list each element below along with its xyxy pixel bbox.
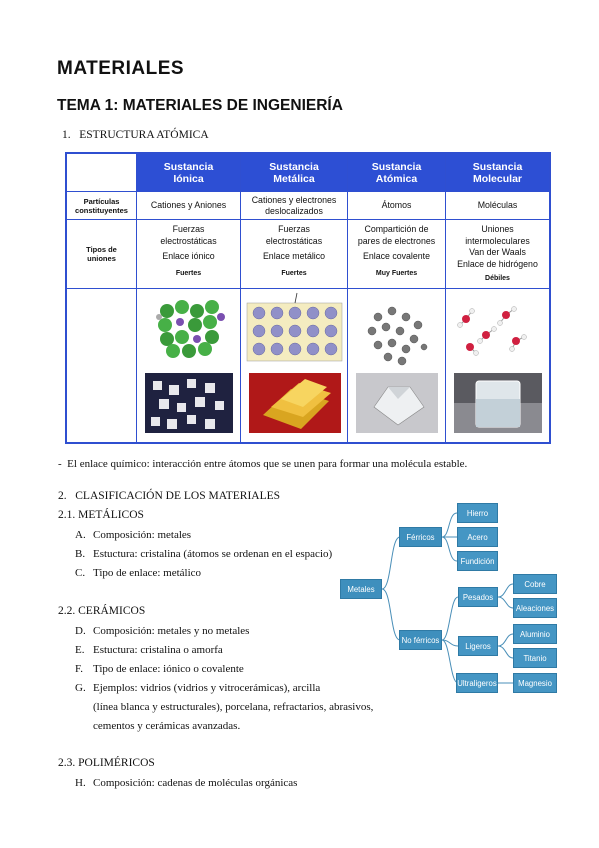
- tree-node-ferricos: Férricos: [399, 527, 442, 547]
- list-item: F.Tipo de enlace: iónico o covalente: [75, 663, 244, 675]
- list-item: E.Estuctura: cristalina o amorfa: [75, 644, 223, 656]
- list-item: D.Composición: metales y no metales: [75, 625, 250, 637]
- atomic-network-image: [356, 306, 438, 433]
- tree-node-pesados: Pesados: [458, 587, 498, 607]
- ionic-crystal-image: [145, 300, 233, 433]
- list-item: G.Ejemplos: vidrios (vidrios y vitrocerá…: [75, 682, 321, 694]
- tree-node-fundicion: Fundición: [457, 551, 498, 571]
- strength-label: Fuertes: [175, 269, 202, 277]
- subsection-metallic-title: 2.1. METÁLICOS: [58, 509, 144, 521]
- list-item: A.Composición: metales: [75, 529, 192, 541]
- particles-molecular: Moléculas: [446, 192, 549, 220]
- table-corner-cell: [67, 154, 137, 192]
- list-item-continuation: (línea blanca y estructurales), porcelan…: [93, 701, 374, 713]
- dash-bullet: -: [58, 458, 62, 470]
- strength-label: Débiles: [485, 275, 510, 282]
- topic-title: TEMA 1: MATERIALES DE INGENIERÍA: [57, 97, 343, 114]
- list-item-continuation: cementos y cerámicas avanzadas.: [93, 720, 241, 732]
- section-number: 2.: [58, 490, 67, 502]
- tree-node-hierro: Hierro: [457, 503, 498, 523]
- ionic-illustrations: [137, 289, 241, 442]
- atomic-illustrations: [348, 289, 446, 442]
- tree-node-aleaciones: Aleaciones: [513, 598, 557, 618]
- tree-node-ligeros: Ligeros: [458, 636, 498, 656]
- tree-node-no-ferricos: No férricos: [399, 630, 442, 650]
- strength-label: Muy Fuertes: [375, 269, 418, 277]
- section-number: 1.: [62, 129, 71, 141]
- section-2-heading: 2. CLASIFICACIÓN DE LOS MATERIALES: [58, 490, 280, 502]
- metallic-lattice-image: [246, 292, 343, 433]
- tree-node-magnesio: Magnesio: [513, 673, 557, 693]
- molecular-illustrations: [446, 289, 549, 442]
- section-title: CLASIFICACIÓN DE LOS MATERIALES: [75, 490, 281, 502]
- subsection-ceramic-title: 2.2. CERÁMICOS: [58, 605, 146, 617]
- list-item: B.Estuctura: cristalina (átomos se orden…: [75, 548, 333, 560]
- note-text: El enlace químico: interacción entre áto…: [67, 458, 468, 470]
- strength-label: Fuertes: [281, 269, 307, 277]
- metallic-illustrations: [241, 289, 348, 442]
- section-title: ESTRUCTURA ATÓMICA: [79, 129, 209, 141]
- molecular-water-image: [454, 306, 542, 433]
- bond-definition-note: - El enlace químico: interacción entre á…: [58, 458, 467, 470]
- page-title: MATERIALES: [57, 58, 185, 79]
- particles-atomic: Átomos: [348, 192, 446, 220]
- tree-node-aluminio: Aluminio: [513, 624, 557, 644]
- section-1-heading: 1. ESTRUCTURA ATÓMICA: [62, 129, 209, 141]
- list-item: H.Composición: cadenas de moléculas orgá…: [75, 777, 298, 789]
- table-empty-cell: [67, 289, 137, 442]
- tree-node-metales: Metales: [340, 579, 382, 599]
- subsection-polymer-title: 2.3. POLIMÉRICOS: [58, 757, 155, 769]
- tree-node-ultraligeros: Ultraligeros: [456, 673, 498, 693]
- particles-ionic: Cationes y Aniones: [137, 192, 241, 220]
- tree-node-titanio: Titanio: [513, 648, 557, 668]
- tree-node-cobre: Cobre: [513, 574, 557, 594]
- tree-node-acero: Acero: [457, 527, 498, 547]
- list-item: C.Tipo de enlace: metálico: [75, 567, 202, 579]
